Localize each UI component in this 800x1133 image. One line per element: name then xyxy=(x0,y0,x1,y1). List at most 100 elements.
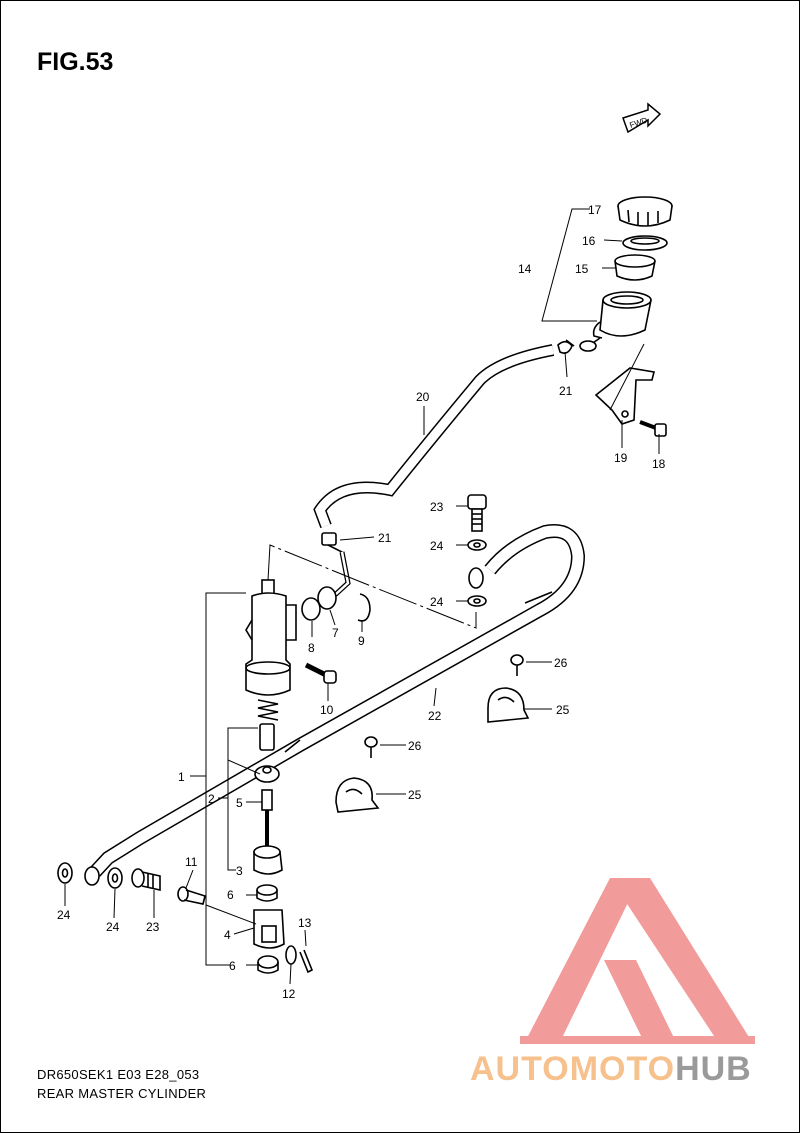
callout-15: 15 xyxy=(575,262,589,276)
bracket-bolt xyxy=(639,420,667,437)
leader-13 xyxy=(304,929,307,947)
lock-nut-lower xyxy=(257,955,279,974)
callout-18: 18 xyxy=(652,457,666,471)
callout-25-lower: 25 xyxy=(408,788,422,802)
callout-6-upper: 6 xyxy=(227,888,234,902)
rod-end xyxy=(253,909,285,949)
hose-clamp-upper xyxy=(557,339,575,354)
reservoir-body xyxy=(592,291,652,339)
callout-23-upper: 23 xyxy=(430,500,444,514)
mounting-screw xyxy=(304,662,337,684)
reservoir-cap xyxy=(617,196,673,227)
callout-10: 10 xyxy=(320,703,334,717)
dust-boot xyxy=(253,845,283,875)
callout-6-lower: 6 xyxy=(229,959,236,973)
callout-14: 14 xyxy=(518,262,532,276)
reservoir-plate xyxy=(622,235,668,251)
leader-21-upper xyxy=(564,351,568,378)
callout-13: 13 xyxy=(298,916,312,930)
callout-2: 2 xyxy=(208,792,215,806)
master-cylinder-body xyxy=(245,579,297,696)
callout-26-upper: 26 xyxy=(554,656,568,670)
callout-11: 11 xyxy=(185,855,198,869)
callout-8: 8 xyxy=(308,641,315,655)
callout-1: 1 xyxy=(178,770,185,784)
gasket-upper-1 xyxy=(467,539,487,551)
callout-5: 5 xyxy=(236,796,243,810)
watermark-text-part1: AUTOMOTO xyxy=(470,1050,676,1088)
brake-hose-inner xyxy=(90,525,584,876)
fwd-arrow-icon: FWD xyxy=(622,102,662,134)
callout-7: 7 xyxy=(332,626,339,640)
figure-title: FIG.53 xyxy=(37,48,114,76)
cotter-pin xyxy=(299,949,314,974)
callout-17: 17 xyxy=(588,203,602,217)
hose-end-upper xyxy=(468,567,484,589)
group-bracket-piston xyxy=(227,727,258,871)
gasket-lower-2-hole xyxy=(111,873,119,883)
hose-sleeve-upper xyxy=(524,591,553,604)
callout-4: 4 xyxy=(224,928,231,942)
callout-19: 19 xyxy=(614,451,628,465)
washer xyxy=(285,945,297,965)
reservoir-outlet-nozzle xyxy=(579,340,597,352)
gasket-upper-1-hole xyxy=(473,542,481,548)
gasket-upper-2 xyxy=(467,595,487,607)
callout-24-lower-1: 24 xyxy=(57,908,71,922)
callout-24-lower-2: 24 xyxy=(106,920,120,934)
leader-piston xyxy=(227,759,261,775)
leader-4 xyxy=(233,927,255,935)
union-bolt-upper xyxy=(467,494,487,532)
gasket-lower-1-hole xyxy=(61,868,69,878)
reservoir-diaphragm xyxy=(614,254,656,281)
callout-12: 12 xyxy=(282,987,296,1001)
watermark-logo-icon xyxy=(520,878,755,1044)
callout-22: 22 xyxy=(428,709,442,723)
callout-23-lower: 23 xyxy=(146,920,160,934)
callout-21-lower: 21 xyxy=(378,531,392,545)
union-bolt-lower xyxy=(131,868,161,891)
hose-sleeve-lower xyxy=(284,739,301,753)
gasket-upper-2-hole xyxy=(473,598,481,604)
hose-guide-lower xyxy=(335,777,380,813)
leader-11 xyxy=(185,869,194,889)
leader-12 xyxy=(289,963,292,985)
hose-guide-screw-lower xyxy=(364,736,378,758)
push-rod xyxy=(261,789,273,846)
piston-assembly xyxy=(254,723,280,783)
callout-26-lower: 26 xyxy=(408,739,422,753)
leader-bracket-diag xyxy=(609,343,645,411)
callout-24-upper-1: 24 xyxy=(430,539,444,553)
callout-3: 3 xyxy=(236,864,243,878)
callout-16: 16 xyxy=(582,234,596,248)
hose-guide-screw-upper xyxy=(510,654,524,676)
gasket-lower-2 xyxy=(107,867,123,889)
piston-spring xyxy=(257,699,279,721)
watermark-text-part2: HUB xyxy=(675,1050,752,1088)
group-bracket-reservoir xyxy=(541,208,597,322)
group-bracket-master-cylinder xyxy=(205,592,246,966)
reservoir-hose-inner xyxy=(314,345,554,528)
hose-guide-upper xyxy=(487,687,530,723)
watermark-text: AUTOMOTOHUB xyxy=(470,1050,752,1089)
leader-21-lower xyxy=(339,536,375,541)
leader-22 xyxy=(433,687,437,707)
reservoir-bracket xyxy=(594,367,655,425)
leader-16 xyxy=(603,239,623,242)
callout-9: 9 xyxy=(358,634,365,648)
leader-inlet-group xyxy=(267,544,477,629)
inlet-connector xyxy=(317,551,351,610)
figure-caption: REAR MASTER CYLINDER xyxy=(37,1086,207,1101)
clevis-pin xyxy=(177,886,206,905)
leader-rod-diag xyxy=(205,904,257,925)
callout-24-upper-2: 24 xyxy=(430,595,444,609)
callout-25-upper: 25 xyxy=(556,703,570,717)
gasket-lower-1 xyxy=(57,862,73,884)
leader-7 xyxy=(329,609,336,626)
callout-21-upper: 21 xyxy=(559,384,573,398)
callout-20: 20 xyxy=(416,390,430,404)
hose-end-lower xyxy=(84,866,100,886)
o-ring xyxy=(301,597,321,621)
lock-nut-upper xyxy=(256,884,278,902)
